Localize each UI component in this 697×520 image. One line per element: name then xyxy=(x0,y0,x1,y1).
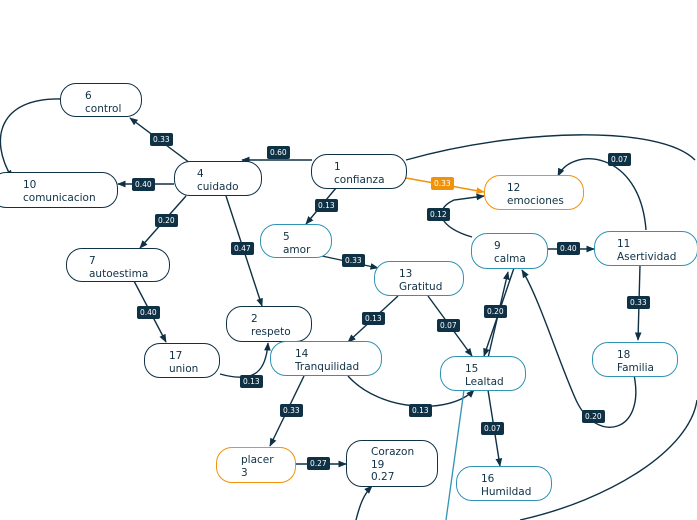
node-comunicacion[interactable]: 10 comunicacion xyxy=(0,172,118,208)
node-label: respeto xyxy=(251,325,291,338)
node-corazon[interactable]: Corazon 19 0.27 xyxy=(346,440,438,487)
node-id: 2 xyxy=(251,313,258,325)
node-humildad[interactable]: 16 Humildad xyxy=(456,466,552,501)
node-label: confianza xyxy=(334,173,385,186)
node-label: Asertividad xyxy=(617,250,677,263)
node-tranquilidad[interactable]: 14 Tranquilidad xyxy=(270,341,382,376)
edge-weight: 0.07 xyxy=(481,422,504,435)
node-label: Lealtad xyxy=(465,375,504,388)
node-lealtad[interactable]: 15 Lealtad xyxy=(440,356,526,391)
node-union[interactable]: 17 union xyxy=(144,343,220,378)
edge-weight: 0.33 xyxy=(150,133,173,146)
node-id: 12 xyxy=(507,182,521,194)
node-emociones[interactable]: 12 emociones xyxy=(484,175,584,210)
node-label: placer xyxy=(241,454,274,466)
edge-weight: 0.40 xyxy=(132,178,155,191)
edge-weight: 0.33 xyxy=(627,296,650,309)
node-id: 17 xyxy=(169,350,183,362)
edge-weight: 0.20 xyxy=(484,305,507,318)
node-cuidado[interactable]: 4 cuidado xyxy=(174,161,262,196)
edge-weight: 0.07 xyxy=(608,153,631,166)
edge-1-arc xyxy=(405,134,696,161)
edge-weight: 0.20 xyxy=(582,410,605,423)
node-label: Tranquilidad xyxy=(295,360,360,373)
edge-weight: 0.33 xyxy=(342,254,365,267)
node-label: union xyxy=(169,362,199,375)
edge-weight: 0.27 xyxy=(307,457,330,470)
node-label: Gratitud xyxy=(399,280,443,293)
node-respeto[interactable]: 2 respeto xyxy=(226,306,312,342)
node-id: 7 xyxy=(89,255,96,267)
node-id: 14 xyxy=(295,348,309,360)
node-label: Humildad xyxy=(481,485,532,498)
node-label: emociones xyxy=(507,194,564,207)
node-id: 18 xyxy=(617,349,631,361)
node-id: 1 xyxy=(334,161,341,173)
node-label: control xyxy=(85,102,122,115)
node-id: 4 xyxy=(197,168,204,180)
edge-15-offpage xyxy=(445,389,465,520)
node-id: 3 xyxy=(241,466,248,479)
node-placer[interactable]: placer 3 xyxy=(216,447,296,483)
edge-weight: 0.13 xyxy=(315,199,338,212)
edge-weight: 0.20 xyxy=(155,214,178,227)
node-id: 6 xyxy=(85,90,92,102)
edge-weight: 0.13 xyxy=(240,375,263,388)
node-id: 9 xyxy=(494,240,501,252)
node-id: 19 xyxy=(371,458,385,471)
node-confianza[interactable]: 1 confianza xyxy=(311,154,407,189)
node-amor[interactable]: 5 amor xyxy=(260,224,332,258)
node-id: 13 xyxy=(399,268,413,280)
node-id: 15 xyxy=(465,363,479,375)
node-label: autoestima xyxy=(89,267,149,280)
edge-weight: 0.33 xyxy=(431,177,454,190)
edge-weight: 0.13 xyxy=(362,312,385,325)
node-familia[interactable]: 18 Familia xyxy=(592,342,678,377)
edge-weight: 0.13 xyxy=(409,404,432,417)
edge-17-2 xyxy=(219,342,271,378)
node-label: cuidado xyxy=(197,180,239,193)
node-label: Familia xyxy=(617,361,654,374)
node-label: Corazon xyxy=(371,446,415,458)
node-control[interactable]: 6 control xyxy=(60,83,142,117)
edge-6-10 xyxy=(0,98,61,179)
edge-weight: 0.33 xyxy=(280,404,303,417)
edge-weight: 0.07 xyxy=(437,319,460,332)
node-id: 16 xyxy=(481,473,495,485)
node-asertividad[interactable]: 11 Asertividad xyxy=(594,231,697,266)
node-weight: 0.27 xyxy=(371,471,395,483)
node-label: calma xyxy=(494,252,526,265)
node-calma[interactable]: 9 calma xyxy=(471,233,548,269)
edge-corazon-offpage xyxy=(355,485,373,520)
node-label: amor xyxy=(283,243,311,256)
edge-weight: 0.40 xyxy=(137,306,160,319)
edge-weight: 0.47 xyxy=(231,242,254,255)
edge-bottom-arc xyxy=(519,399,697,520)
edge-11-12 xyxy=(557,158,647,231)
node-id: 5 xyxy=(283,231,290,243)
node-label: comunicacion xyxy=(23,191,96,204)
edge-18-9 xyxy=(521,269,637,428)
node-gratitud[interactable]: 13 Gratitud xyxy=(374,261,464,296)
node-id: 11 xyxy=(617,238,631,250)
edge-weight: 0.12 xyxy=(427,208,450,221)
edge-weight: 0.60 xyxy=(267,146,290,159)
edge-weight: 0.40 xyxy=(557,242,580,255)
node-autoestima[interactable]: 7 autoestima xyxy=(66,248,170,282)
node-id: 10 xyxy=(23,179,37,191)
